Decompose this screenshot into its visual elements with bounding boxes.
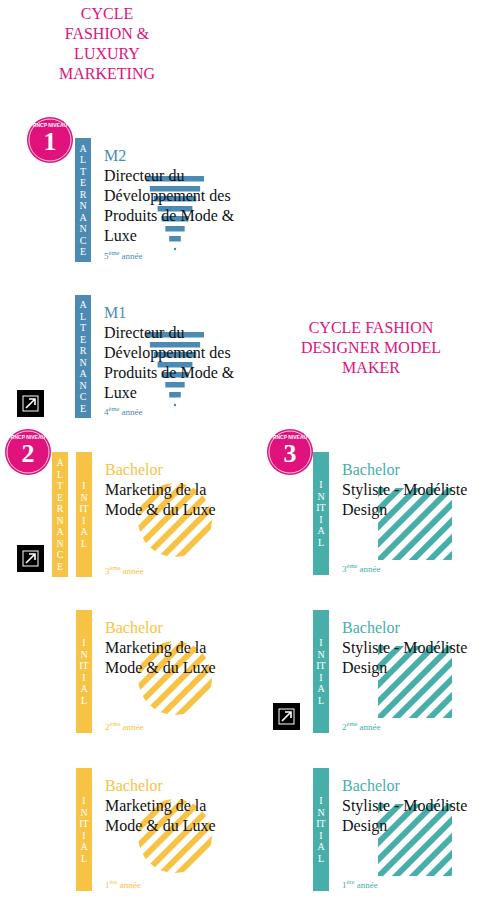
program-level: M1 (104, 303, 245, 323)
program-card: M1Directeur du Développement des Produit… (75, 295, 245, 418)
mode-bar: INITIAL (313, 610, 329, 733)
program-title: Directeur du Développement des Produits … (104, 166, 239, 246)
mode-bar: ALTERNANCE (52, 452, 68, 577)
program-title: Marketing de la Mode & du Luxe (105, 796, 240, 836)
rncp-badge: RNCP NIVEAU1 (27, 117, 73, 163)
program-level: M2 (104, 146, 245, 166)
program-title: Marketing de la Mode & du Luxe (105, 480, 240, 520)
program-level: Bachelor (342, 618, 483, 638)
mode-label: ALTERNANCE (78, 299, 88, 414)
program-level: Bachelor (342, 460, 483, 480)
card-text: BachelorStyliste - Modéliste Design 2ème … (342, 610, 483, 733)
program-card: BachelorMarketing de la Mode & du Luxe 2è… (76, 610, 246, 733)
mode-bar: INITIAL (76, 452, 92, 577)
program-year: 3ème année (342, 560, 483, 575)
program-title: Styliste - Modéliste Design (342, 638, 477, 678)
mode-label: INITIAL (79, 637, 89, 706)
program-title: Marketing de la Mode & du Luxe (105, 638, 240, 678)
rncp-badge: RNCP NIVEAU2 (5, 429, 51, 475)
cycle-title: CYCLE FASHION & LUXURY MARKETING (50, 4, 164, 84)
mode-bar: ALTERNANCE (75, 295, 91, 418)
card-text: BachelorStyliste - Modéliste Design 3ème … (342, 452, 483, 575)
card-text: BachelorMarketing de la Mode & du Luxe 3è… (105, 452, 246, 577)
mode-label: ALTERNANCE (55, 457, 65, 572)
program-card: BachelorStyliste - Modéliste Design 1ère … (313, 768, 483, 891)
program-level: Bachelor (342, 776, 483, 796)
program-level: Bachelor (105, 618, 246, 638)
mode-bar: INITIAL (313, 768, 329, 891)
program-year: 3ème année (105, 562, 246, 577)
rncp-badge: RNCP NIVEAU3 (267, 429, 313, 475)
card-text: M1Directeur du Développement des Produit… (104, 295, 245, 418)
program-card: BachelorMarketing de la Mode & du Luxe 3è… (76, 452, 246, 577)
link-icon (17, 545, 44, 572)
card-text: M2Directeur du Développement des Produit… (104, 138, 245, 262)
level-number: 2 (5, 440, 51, 468)
mode-bar: ALTERNANCE (75, 138, 91, 262)
link-icon (17, 390, 44, 417)
program-level: Bachelor (105, 460, 246, 480)
program-title: Styliste - Modéliste Design (342, 480, 477, 520)
level-number: 1 (27, 128, 73, 156)
program-year: 2ème année (105, 718, 246, 733)
mode-label: INITIAL (316, 637, 326, 706)
program-card: BachelorMarketing de la Mode & du Luxe 1è… (76, 768, 246, 891)
program-title: Directeur du Développement des Produits … (104, 323, 239, 403)
mode-label: ALTERNANCE (78, 143, 88, 258)
program-year: 4ème année (104, 403, 245, 418)
mode-bar: INITIAL (76, 610, 92, 733)
mode-label: INITIAL (316, 479, 326, 548)
mode-label: INITIAL (316, 795, 326, 864)
mode-bar: INITIAL (313, 452, 329, 575)
program-card: BachelorStyliste - Modéliste Design 2ème … (313, 610, 483, 733)
program-card: BachelorStyliste - Modéliste Design 3ème … (313, 452, 483, 575)
mode-bar: INITIAL (76, 768, 92, 891)
program-year: 2ème année (342, 718, 483, 733)
program-level: Bachelor (105, 776, 246, 796)
card-text: BachelorMarketing de la Mode & du Luxe 2è… (105, 610, 246, 733)
link-icon (273, 703, 300, 730)
program-title: Styliste - Modéliste Design (342, 796, 477, 836)
mode-label: INITIAL (79, 480, 89, 549)
program-year: 1ère année (342, 876, 483, 891)
program-card: M2Directeur du Développement des Produit… (75, 138, 245, 262)
program-year: 5ème année (104, 247, 245, 262)
program-year: 1ère année (105, 876, 246, 891)
card-text: BachelorStyliste - Modéliste Design 1ère … (342, 768, 483, 891)
mode-label: INITIAL (79, 795, 89, 864)
level-number: 3 (267, 440, 313, 468)
cycle-heading: CYCLE FASHION DESIGNER MODEL MAKER (296, 318, 446, 378)
card-text: BachelorMarketing de la Mode & du Luxe 1è… (105, 768, 246, 891)
